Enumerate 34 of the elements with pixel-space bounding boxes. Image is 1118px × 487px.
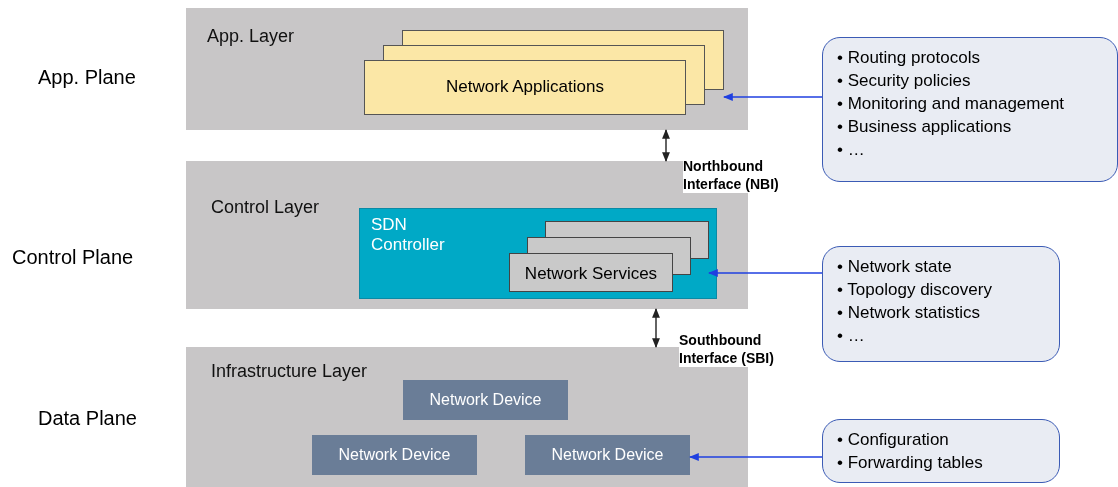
device-box: Network Device: [312, 435, 477, 475]
arrow: [689, 453, 823, 461]
node-label: Network Applications: [445, 77, 605, 97]
bullet-item: • Network state: [837, 256, 953, 278]
arrow: [723, 93, 823, 101]
bullet-item: • …: [837, 139, 866, 161]
layer-title: Control Layer: [211, 197, 320, 218]
bullet-item: • Security policies: [837, 70, 972, 92]
bullet-item: • …: [837, 325, 866, 347]
node-label: Network Services: [523, 264, 659, 284]
layer-title: App. Layer: [207, 26, 295, 47]
bullet-item: • Monitoring and management: [837, 93, 1066, 115]
plane-label: Data Plane: [38, 407, 137, 430]
device-box: Network Device: [525, 435, 690, 475]
bullet-item: • Configuration: [837, 429, 950, 451]
bullet-item: • Business applications: [837, 116, 1013, 138]
bullet-item: • Topology discovery: [837, 279, 993, 301]
plane-label: App. Plane: [38, 66, 136, 89]
arrow: [652, 308, 660, 348]
arrow: [708, 269, 823, 277]
controller-box: [359, 208, 717, 299]
device-box: Network Device: [403, 380, 568, 420]
application-card-stack: [364, 30, 724, 115]
note-box: [822, 419, 1060, 483]
arrow: [662, 129, 670, 162]
bullet-item: • Forwarding tables: [837, 452, 984, 474]
bullet-item: • Routing protocols: [837, 47, 981, 69]
layer-title: Infrastructure Layer: [211, 361, 368, 382]
note-box: [822, 37, 1118, 182]
note-box: [822, 246, 1060, 362]
service-card-stack: [509, 221, 710, 292]
bullet-item: • Network statistics: [837, 302, 981, 324]
plane-label: Control Plane: [12, 246, 134, 269]
layer-band: [186, 8, 748, 130]
